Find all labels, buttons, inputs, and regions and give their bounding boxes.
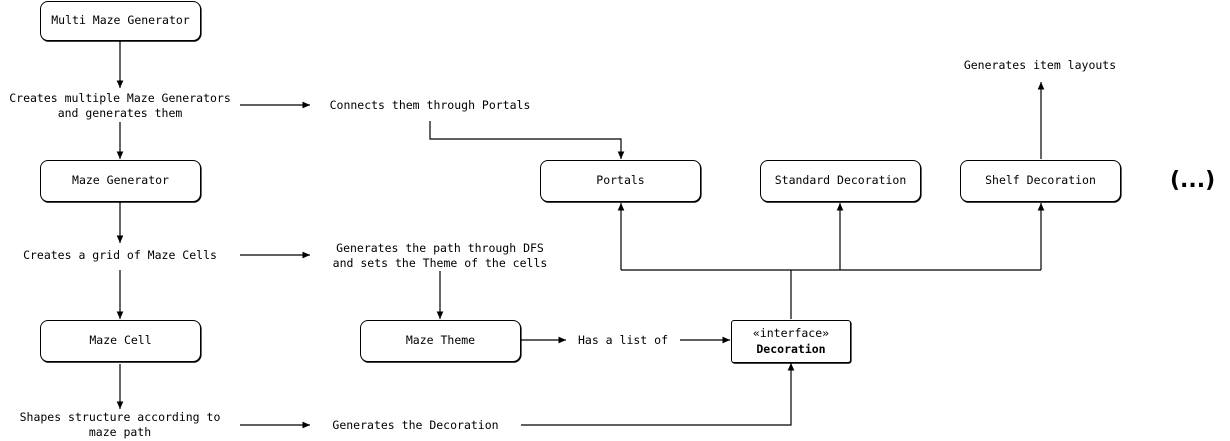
node-label: Multi Maze Generator: [51, 13, 190, 28]
node-maze-generator[interactable]: Maze Generator: [40, 160, 201, 202]
label-line: and sets the Theme of the cells: [332, 256, 548, 270]
more-indicator: (...): [1170, 168, 1216, 193]
node-standard-decoration[interactable]: Standard Decoration: [760, 160, 921, 202]
interface-stereotype: «interface»: [752, 325, 830, 340]
node-shelf-decoration[interactable]: Shelf Decoration: [960, 160, 1121, 202]
node-maze-cell[interactable]: Maze Cell: [40, 320, 201, 362]
label-line: maze path: [88, 425, 152, 439]
node-label: Portals: [596, 173, 645, 188]
label-creates-grid: Creates a grid of Maze Cells: [23, 248, 217, 262]
label-connects-portals: Connects them through Portals: [329, 98, 531, 112]
node-decoration-interface[interactable]: «interface» Decoration: [731, 320, 851, 363]
node-label: Maze Theme: [405, 333, 476, 348]
label-line: Creates multiple Maze Generators: [9, 91, 231, 105]
node-label: Maze Cell: [89, 333, 152, 348]
arrow-connects-to-portals: [429, 121, 625, 159]
arrow-generates-decoration-to-interface: [521, 363, 795, 426]
node-multi-maze-generator[interactable]: Multi Maze Generator: [40, 1, 201, 41]
node-portals[interactable]: Portals: [540, 160, 701, 202]
label-line: Generates the path through DFS: [336, 241, 544, 255]
label-line: Shapes structure according to: [19, 410, 221, 424]
interface-name: Decoration: [756, 341, 826, 356]
node-label: Maze Generator: [72, 173, 169, 188]
node-label: Shelf Decoration: [985, 173, 1096, 188]
node-maze-theme[interactable]: Maze Theme: [360, 320, 521, 362]
label-creates-multiple: Creates multiple Maze Generators and gen…: [0, 91, 240, 121]
label-line: and generates them: [57, 106, 183, 120]
label-shapes-structure: Shapes structure according to maze path: [0, 410, 240, 440]
label-generates-decoration: Generates the Decoration: [332, 418, 499, 432]
label-has-list-of: Has a list of: [577, 333, 668, 347]
label-generates-item-layouts: Generates item layouts: [963, 58, 1117, 72]
node-label: Standard Decoration: [774, 173, 907, 188]
label-generates-path: Generates the path through DFS and sets …: [310, 241, 570, 271]
